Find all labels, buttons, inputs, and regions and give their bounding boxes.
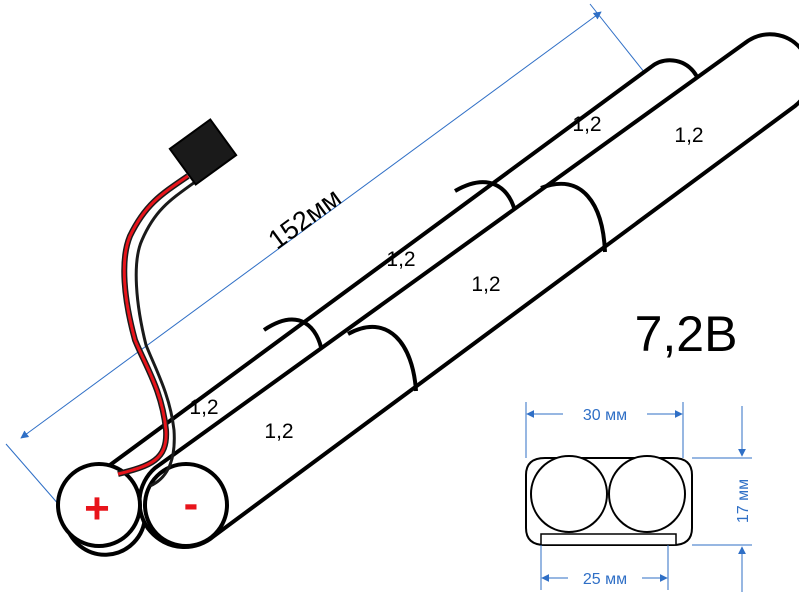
positive-terminal-end (56, 462, 142, 548)
positive-symbol: + (84, 484, 110, 533)
lower-cell-joint-1 (347, 325, 418, 392)
cell-label-lower-2: 1,2 (471, 273, 500, 296)
lower-cell-row: 1,2 1,2 1,2 (137, 32, 799, 550)
pack-voltage-label: 7,2В (635, 306, 738, 362)
wire-connector (168, 118, 238, 186)
upper-cell-joint-1 (262, 317, 324, 353)
cross-section-cell-left (530, 455, 608, 533)
cell-label-upper-3: 1,2 (572, 113, 601, 136)
red-wire (117, 174, 189, 476)
negative-symbol: - (184, 479, 199, 528)
cell-label-upper-2: 1,2 (386, 248, 415, 271)
length-dimension-line (20, 11, 602, 439)
cell-label-upper-1: 1,2 (189, 396, 218, 419)
black-wire (134, 180, 196, 488)
cross-section-base-plate (540, 533, 677, 546)
top-width-label: 30 мм (583, 407, 627, 424)
height-label: 17 мм (735, 479, 752, 523)
negative-terminal-end (143, 462, 229, 548)
upper-cell-joint-2 (454, 180, 517, 212)
connector-wires (117, 118, 238, 488)
cell-label-lower-3: 1,2 (674, 124, 703, 147)
length-extension-line-left (5, 443, 61, 507)
lower-cell-tube (137, 32, 799, 550)
cross-section-cell-right (608, 455, 686, 533)
terminal-ends: + - (56, 462, 229, 548)
lower-cell-joint-2 (540, 181, 607, 253)
cell-label-lower-1: 1,2 (264, 420, 293, 443)
bottom-width-label: 25 мм (583, 571, 627, 588)
length-label: 152мм (263, 182, 347, 255)
cross-section-view: 30 мм 17 мм 25 мм (525, 402, 752, 592)
